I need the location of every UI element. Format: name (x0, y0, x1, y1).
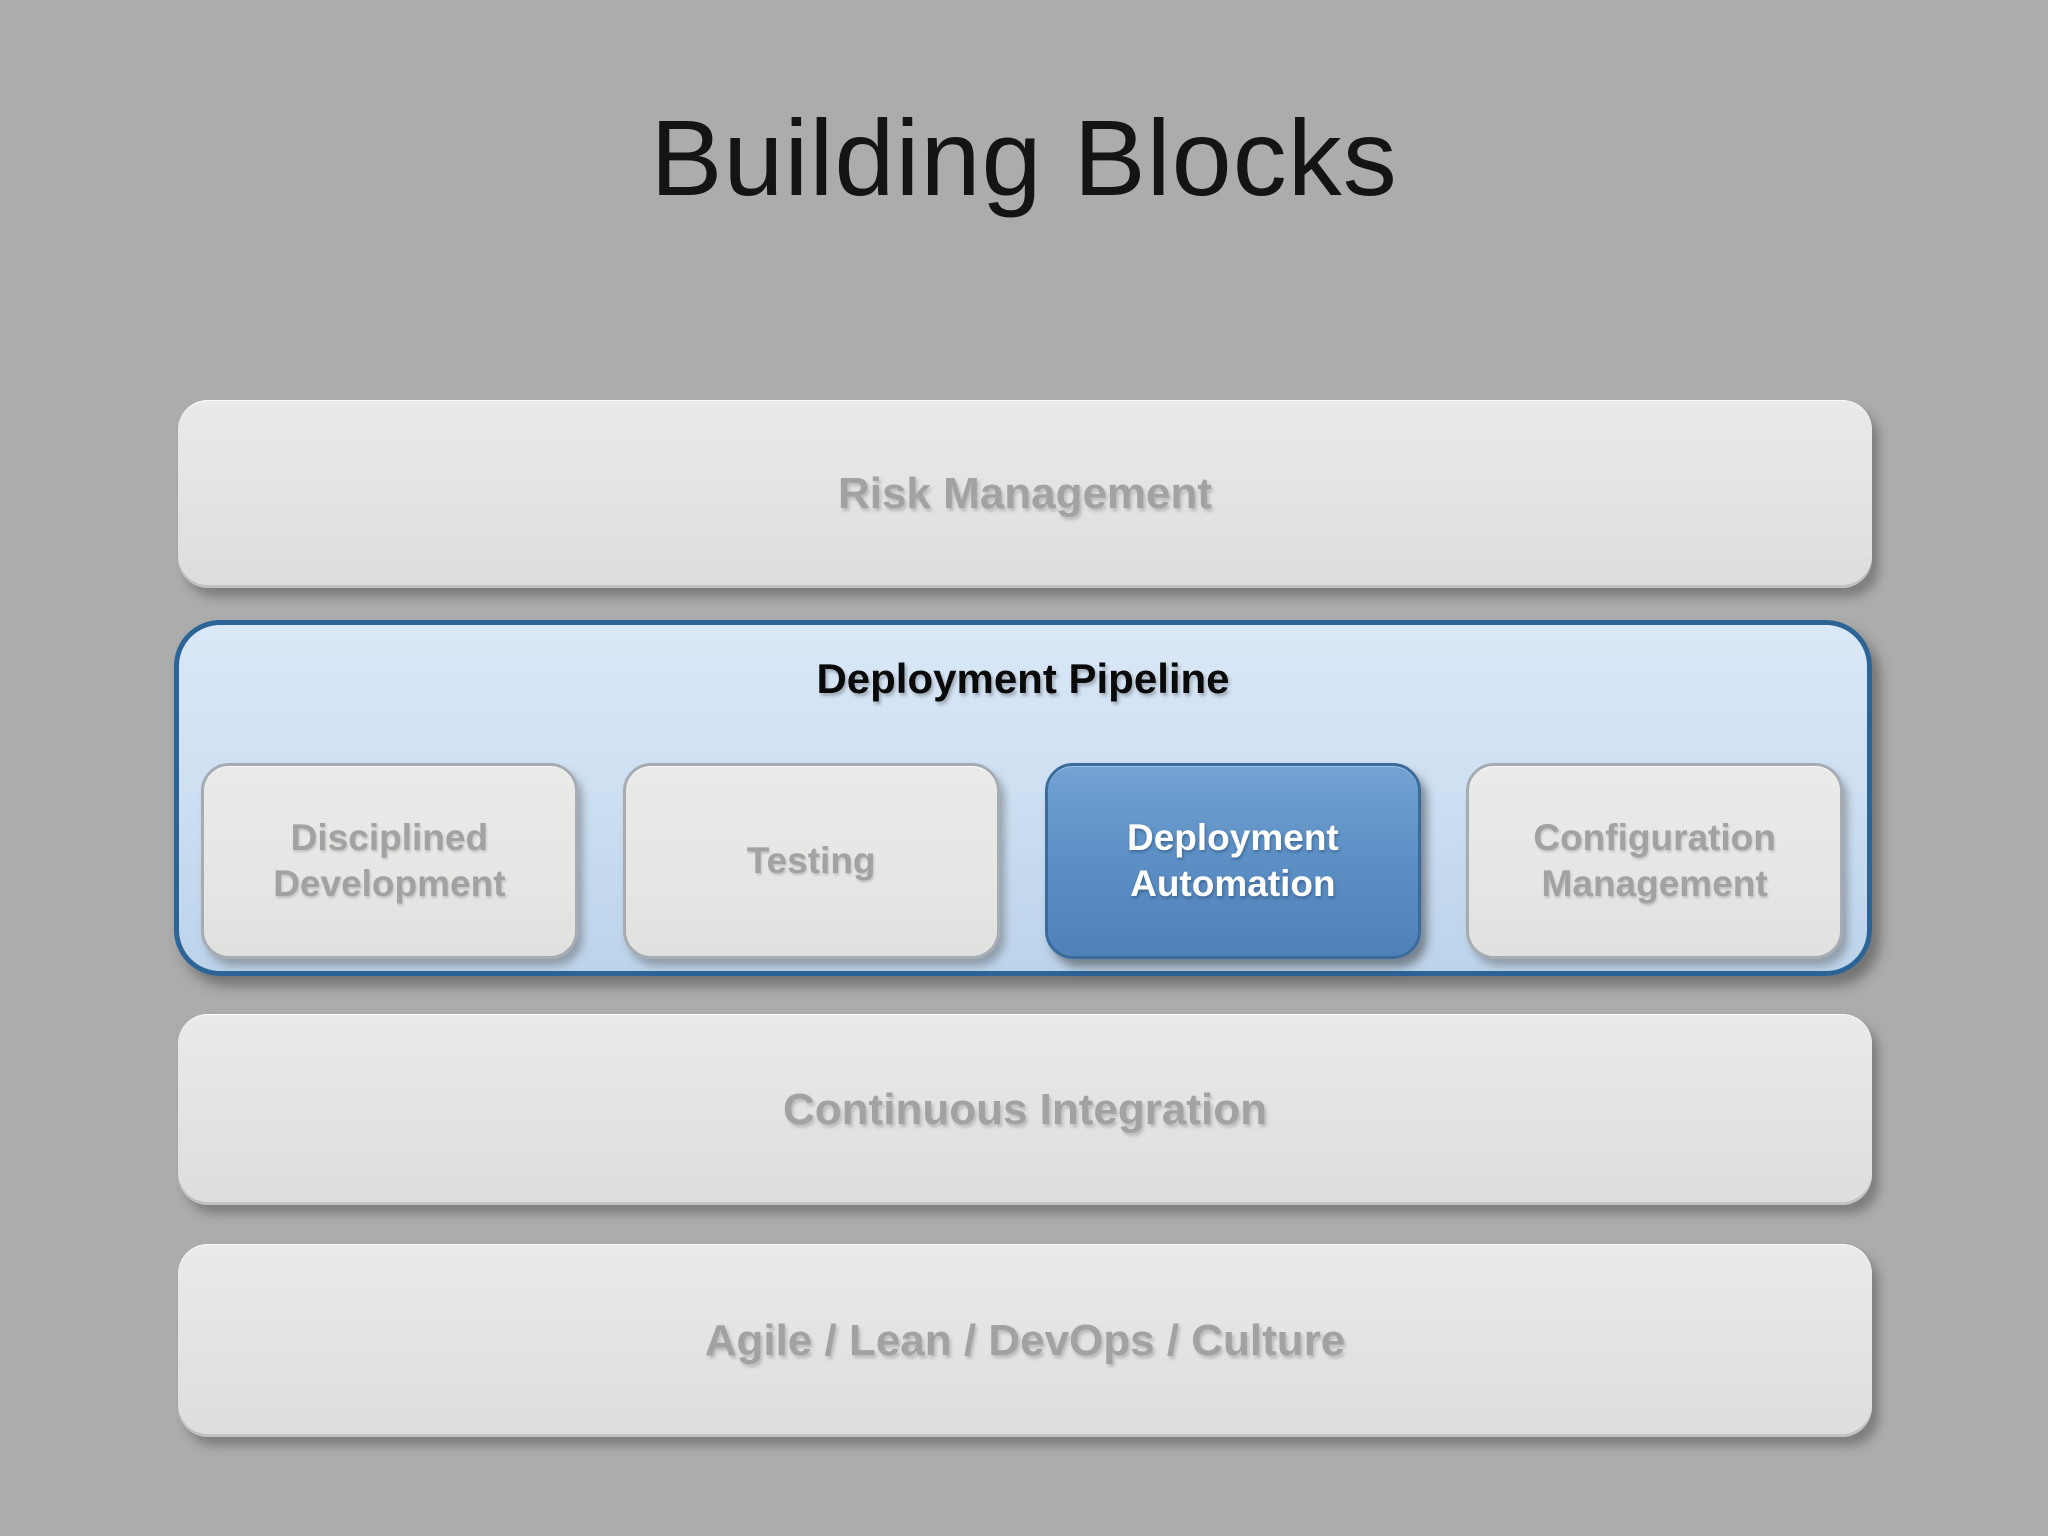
block-continuous-integration-label: Continuous Integration (783, 1084, 1267, 1134)
pipeline-container: Deployment Pipeline Disciplined Developm… (174, 620, 1872, 976)
pipeline-block-configuration-management: Configuration Management (1466, 763, 1843, 959)
block-risk-management: Risk Management (178, 400, 1872, 588)
block-continuous-integration: Continuous Integration (178, 1014, 1872, 1205)
block-agile-lean-devops-culture-label: Agile / Lean / DevOps / Culture (704, 1315, 1346, 1365)
pipeline-block-deployment-automation: Deployment Automation (1044, 763, 1422, 959)
pipeline-title: Deployment Pipeline (816, 655, 1230, 702)
pipeline-block-disciplined-development: Disciplined Development (201, 763, 578, 959)
pipeline-row: Disciplined Development Testing Deployme… (201, 763, 1843, 959)
slide-title: Building Blocks (650, 97, 1398, 218)
block-agile-lean-devops-culture: Agile / Lean / DevOps / Culture (178, 1244, 1872, 1437)
pipeline-block-testing: Testing (622, 763, 1000, 959)
block-risk-management-label: Risk Management (837, 469, 1213, 518)
